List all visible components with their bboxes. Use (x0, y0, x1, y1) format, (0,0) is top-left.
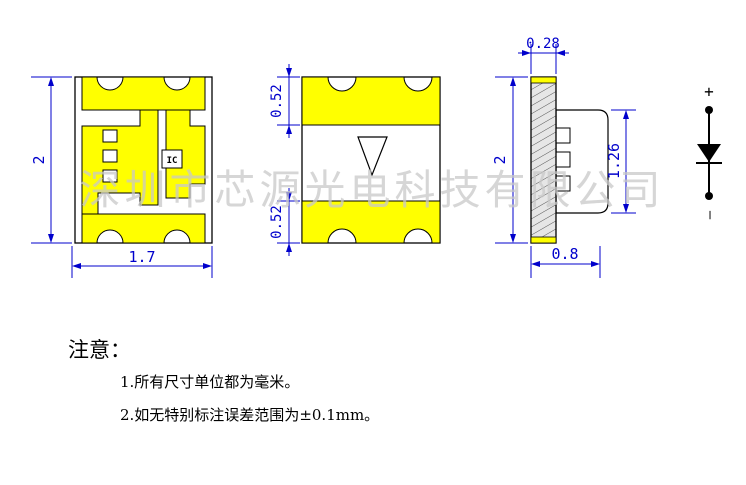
side-chip-1 (555, 127, 571, 144)
side-substrate-hatched (530, 76, 557, 244)
back-top-pad (301, 76, 441, 126)
side-lead-dimension (611, 109, 636, 214)
led-chip-1 (102, 129, 118, 143)
side-bottom-pad (530, 236, 557, 244)
side-top-pad (530, 76, 557, 84)
front-width-label: 1.7 (128, 248, 155, 266)
diode-symbol-icon (696, 106, 722, 200)
side-width-label: 0.8 (551, 245, 578, 263)
anode-plus-label: + (704, 82, 714, 101)
side-lead-label: 1.26 (605, 143, 623, 179)
side-height-label: 2 (491, 155, 509, 164)
front-right-trace (165, 109, 206, 199)
front-view: IC (74, 76, 213, 244)
back-bottom-pad (301, 200, 441, 244)
watermark-text: 深圳市芯源光电科技有限公司 (80, 166, 665, 214)
front-height-dimension (31, 76, 72, 244)
side-height-dimension (495, 76, 528, 244)
back-top-dimension (277, 64, 300, 138)
cathode-minus-label: — (702, 210, 718, 219)
led-chip-2 (102, 149, 118, 163)
polarity-triangle-icon (357, 136, 388, 177)
ic-label: IC (167, 156, 178, 166)
side-chip-2 (555, 151, 571, 168)
side-thickness-label: 0.28 (526, 36, 560, 52)
side-view (530, 76, 609, 244)
back-view (301, 76, 441, 244)
back-bottom-dimension (277, 188, 300, 256)
ic-chip (161, 149, 183, 169)
side-thickness-dimension (518, 44, 569, 74)
front-left-trace (81, 109, 159, 215)
front-height-label: 2 (30, 155, 48, 164)
back-bottom-pad-label: 0.52 (269, 205, 285, 239)
led-chip-3 (102, 169, 118, 183)
front-top-pad (81, 76, 206, 111)
front-bottom-pad (81, 213, 206, 244)
back-top-pad-label: 0.52 (269, 84, 285, 118)
side-width-dimension (530, 246, 601, 278)
front-width-dimension (71, 246, 213, 278)
